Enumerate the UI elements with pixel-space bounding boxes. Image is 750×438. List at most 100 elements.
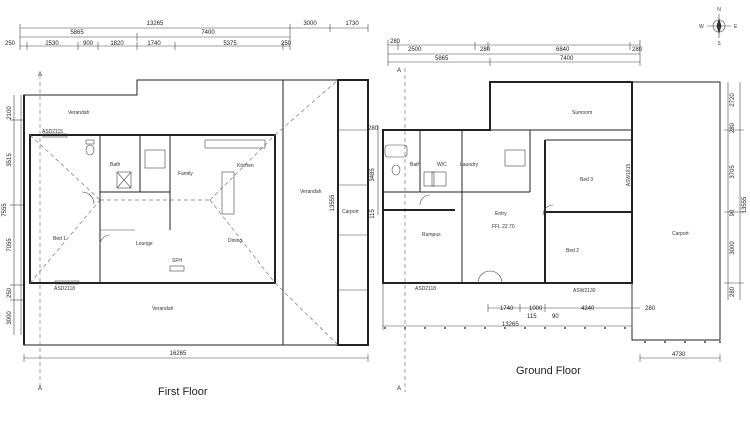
ff-dim-16265: 16265 [170, 351, 187, 357]
gf-dim-right-280b: 280 [730, 286, 736, 297]
gf-dim-280c: 280 [632, 47, 643, 53]
gf-dim-right-2720: 2720 [730, 93, 736, 107]
first-floor-title: First Floor [158, 386, 208, 398]
gf-right-dimensions [724, 82, 744, 300]
compass-west: W [699, 24, 704, 30]
ff-window-top: ASD2115 [42, 129, 63, 135]
gf-bottom-dimensions [383, 304, 721, 362]
ff-dim-13555: 13555 [330, 194, 336, 211]
ff-dim-3515: 3515 [7, 153, 13, 167]
ff-dim-1740: 1740 [147, 41, 161, 47]
gf-room-sunroom: Sunroom [572, 110, 592, 116]
ff-dim-900: 900 [83, 41, 94, 47]
gf-section-mark-top: A [397, 68, 401, 74]
ff-vanity-icon [144, 149, 166, 169]
ff-dim-1820: 1820 [110, 41, 124, 47]
ff-house-walls [29, 134, 276, 284]
ff-dim-2530: 2530 [45, 41, 59, 47]
gf-laundry-tub-icon [504, 149, 526, 167]
ff-dim-1730: 1730 [345, 21, 359, 27]
gf-ffl-label: FFL 22.70 [492, 224, 515, 230]
ff-room-family: Family [178, 171, 193, 177]
ff-dim-7055: 7055 [7, 238, 13, 252]
gf-dim-bottom-90: 90 [552, 314, 559, 320]
gf-room-bath: Bath [410, 162, 421, 168]
gf-dim-bottom-4730: 4730 [672, 352, 686, 358]
gf-dim-left-115: 115 [370, 209, 376, 219]
gf-dim-7400: 7400 [560, 56, 574, 62]
gf-dim-right-3705: 3705 [730, 165, 736, 179]
ff-dim-250: 250 [7, 287, 13, 298]
gf-dim-bottom-280: 280 [645, 306, 656, 312]
ground-floor-title: Ground Floor [516, 365, 581, 377]
gf-dim-right-90: 90 [730, 209, 736, 216]
first-floor-top-dimensions [19, 24, 369, 50]
ff-window-bottom: ASD2118 [54, 286, 75, 292]
compass-rose-icon: N S E W [699, 7, 738, 47]
ff-toilet-icon [85, 144, 95, 156]
ff-dim-5375: 5375 [223, 41, 237, 47]
gf-dim-left-280: 280 [368, 126, 379, 132]
ff-dim-3000: 3000 [7, 311, 13, 325]
ff-shower-icon [116, 171, 132, 189]
ff-section-mark-top: A [38, 72, 42, 78]
gf-section-mark-bottom: A [397, 386, 401, 392]
gf-dim-bottom-1740: 1740 [500, 306, 514, 312]
gf-verandah-posts [384, 327, 721, 343]
ff-room-kitchen: Kitchen [237, 163, 254, 169]
ff-dim-3000: 3000 [303, 21, 317, 27]
gf-room-bed3: Bed 3 [580, 177, 593, 183]
gf-dim-right-13555: 13555 [742, 196, 748, 213]
gf-room-wc: W/C [437, 162, 447, 168]
ff-dim-5865: 5865 [70, 30, 84, 36]
ff-room-verandah-bottom: Verandah [152, 306, 174, 312]
gf-dim-left-3485: 3485 [370, 168, 376, 182]
gf-room-rumpus: Rumpus [422, 232, 441, 238]
first-floor-left-dimensions [10, 95, 24, 335]
gf-carport-outline [631, 81, 721, 341]
ff-section-mark-bottom: A [38, 386, 42, 392]
ff-room-carport: Carport [342, 209, 359, 215]
gf-window-right: ASW2130 [573, 288, 596, 294]
ground-floor-plan: 280 2500 280 6840 280 5865 7400 A A [368, 39, 748, 392]
gf-shower-icon [423, 171, 435, 187]
gf-dim-right-280a: 280 [730, 122, 736, 133]
gf-room-bed2: Bed 2 [566, 248, 579, 254]
gf-front-door [477, 270, 491, 284]
ff-dim-250a: 250 [5, 41, 16, 47]
gf-dim-2500: 2500 [408, 47, 422, 53]
gf-dim-bottom-13265: 13265 [502, 322, 519, 328]
gf-top-dimensions [387, 40, 641, 66]
ff-room-verandah-top: Verandah [68, 110, 90, 116]
gf-dim-bottom-1000: 1000 [529, 306, 543, 312]
gf-dim-280a: 280 [390, 39, 401, 45]
compass-south: S [717, 41, 721, 47]
gf-window-left: ASD2118 [415, 286, 436, 292]
ff-room-sfh: SFH [172, 258, 182, 264]
ff-dim-2100: 2100 [7, 106, 13, 120]
ff-dim-7400: 7400 [201, 30, 215, 36]
gf-room-entry: Entry [495, 211, 507, 217]
first-floor-plan: 13265 3000 1730 5865 7400 250 2530 900 1… [2, 21, 369, 398]
gf-dim-bottom-4240: 4240 [581, 306, 595, 312]
ff-outer-outline [23, 79, 369, 346]
gf-dim-6840: 6840 [556, 47, 570, 53]
ff-room-verandah-right: Verandah [300, 189, 322, 195]
ff-kitchen-island [221, 171, 235, 215]
compass-north: N [717, 7, 721, 13]
gf-dim-280b: 280 [480, 47, 491, 53]
ff-dim-overall: 13265 [147, 21, 164, 27]
ff-room-bed1: Bed 1 [53, 236, 66, 242]
gf-room-carport: Carport [672, 231, 689, 237]
ff-room-lounge: Lounge [136, 241, 153, 247]
gf-dim-5865: 5865 [435, 56, 449, 62]
ff-room-bath: Bath [110, 162, 121, 168]
ff-dim-7555: 7555 [2, 203, 8, 217]
gf-dim-right-3000: 3000 [730, 241, 736, 255]
gf-window-side: ASW1815 [626, 164, 632, 187]
compass-east: E [734, 24, 738, 30]
gf-bathtub-icon [384, 144, 408, 158]
gf-toilet-icon [391, 164, 401, 176]
